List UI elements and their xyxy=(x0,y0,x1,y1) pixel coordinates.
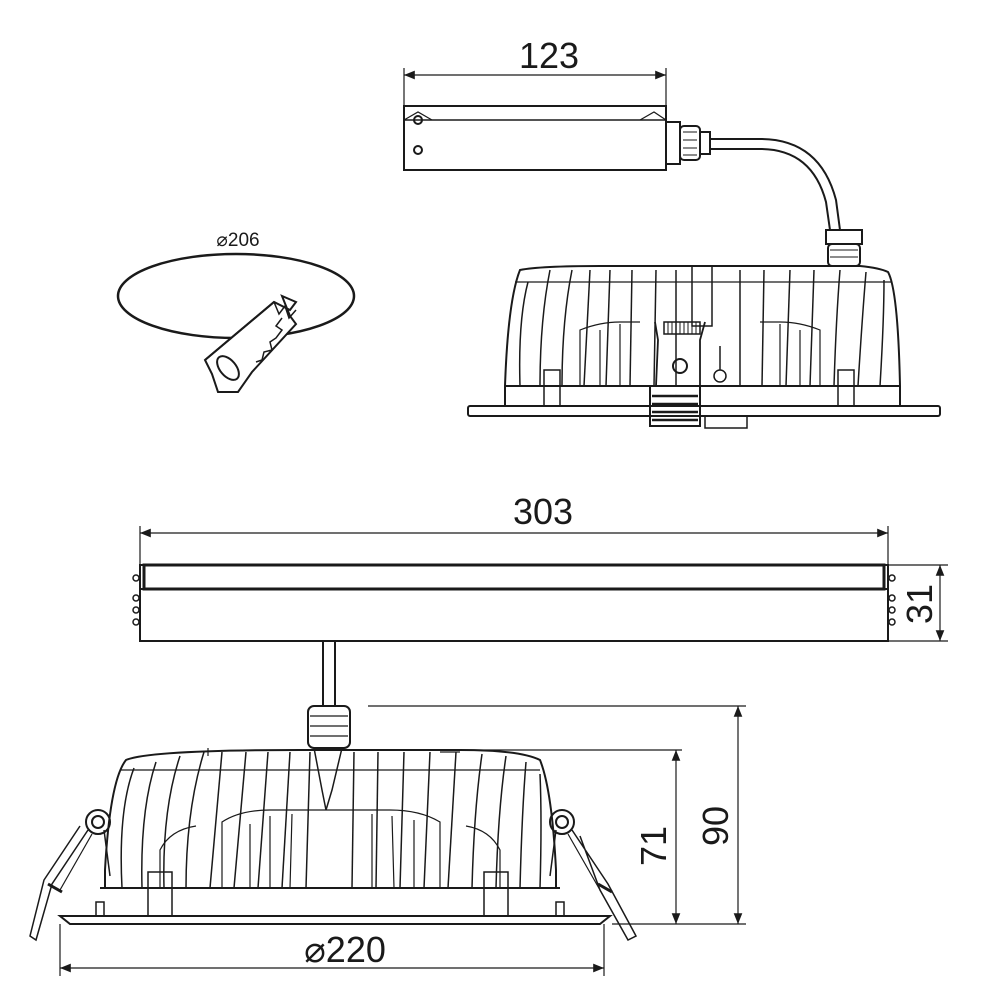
dim-label-220: ⌀220 xyxy=(304,929,386,970)
diameter-symbol: ⌀ xyxy=(304,929,326,970)
dim-label-71: 71 xyxy=(633,826,674,866)
dim-label-303: 303 xyxy=(513,491,573,532)
flange xyxy=(57,915,613,925)
driver-long-box xyxy=(139,564,889,642)
diameter-symbol: ⌀ xyxy=(216,230,227,251)
dim-value-206: 206 xyxy=(228,230,260,251)
saw-icon xyxy=(203,294,298,393)
dim-label-123: 123 xyxy=(519,35,579,76)
cutout-ellipse xyxy=(116,252,356,340)
dim-label-31: 31 xyxy=(899,584,940,624)
dim-value-220: 220 xyxy=(326,929,386,970)
driver-box xyxy=(403,105,667,171)
dim-label-206: ⌀206 xyxy=(216,230,259,251)
luminaire-side-view-small xyxy=(467,265,941,429)
driver-front-view xyxy=(132,526,948,706)
driver-top-view xyxy=(403,68,863,267)
luminaire-side-view-large xyxy=(29,705,746,976)
cutout-symbol xyxy=(116,252,356,393)
dim-label-90: 90 xyxy=(695,806,736,846)
cable xyxy=(710,138,841,231)
